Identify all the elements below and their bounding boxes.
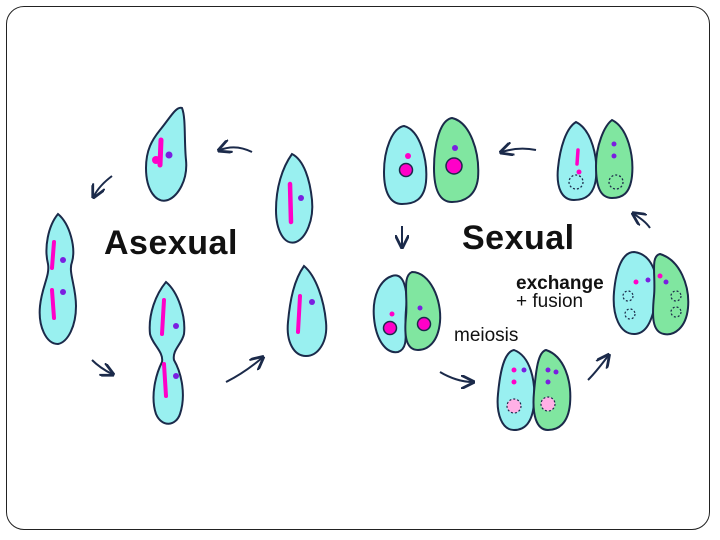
sexual-pair-top-left (382, 116, 480, 206)
asexual-cell-left-dividing (38, 212, 78, 346)
slide-frame (6, 6, 710, 530)
sexual-cycle-arrows (402, 149, 651, 382)
sexual-label: Sexual (462, 219, 575, 257)
asexual-cell-lower-right (286, 264, 328, 358)
sexual-pair-right-exchange (612, 250, 690, 336)
asexual-label: Asexual (104, 224, 238, 262)
asexual-cell-top (144, 106, 188, 202)
asexual-cycle-arrows (91, 147, 262, 383)
exchange-label: exchange (516, 273, 604, 294)
asexual-cell-bottom-dividing (148, 280, 186, 425)
meiosis-label: meiosis (454, 325, 519, 346)
sexual-pair-top-right (556, 118, 634, 202)
sexual-pair-middle-left (372, 270, 442, 354)
asexual-cell-upper-right (274, 152, 314, 244)
sexual-pair-bottom-meiosis (496, 348, 572, 432)
fusion-label: + fusion (516, 291, 584, 312)
